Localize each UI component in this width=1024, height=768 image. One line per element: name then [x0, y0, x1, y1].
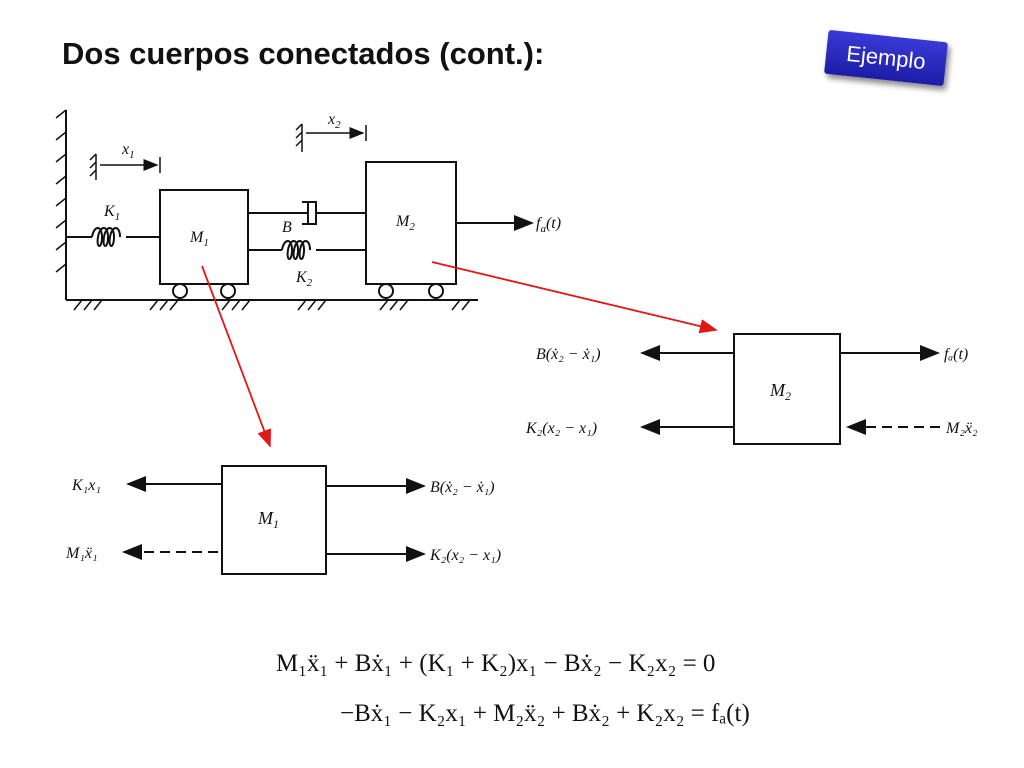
fbd-m1: M1 K₁x₁ M₁ẍ₁ B(ẋ₂ − ẋ₁) K₂(x₂ − x₁) — [65, 465, 501, 575]
fbd-m1-mass-label: M1 — [257, 508, 279, 531]
label-m2: M2 — [395, 213, 415, 233]
fbd-m2-mass-label: M2 — [769, 380, 791, 403]
fbd-m1-label-inertia: M₁ẍ₁ — [65, 545, 98, 562]
spring-k2 — [248, 240, 366, 260]
floor-hatch — [73, 299, 471, 311]
wall-hatch — [55, 109, 67, 273]
m2-wheel-left — [378, 283, 394, 299]
equation-2: −Bẋ₁ − K₂x₁ + M₂ẍ₂ + Bẋ₂ + K₂x₂ = fₐ(t) — [340, 700, 750, 727]
label-k1: K1 — [103, 203, 120, 223]
slide-title: Dos cuerpos conectados (cont.): — [62, 36, 545, 71]
x2-reference — [295, 123, 367, 152]
fbd-m2: M2 B(ẋ₂ − ẋ₁) K₂(x₂ − x₁) fₐ(t) M₂ẍ₂ — [525, 333, 978, 445]
fbd-m1-label-damper: B(ẋ₂ − ẋ₁) — [430, 479, 495, 496]
m1-wheel-left — [172, 283, 188, 299]
fbd-m2-label-force: fₐ(t) — [944, 346, 968, 363]
mechanical-system — [55, 109, 534, 311]
m2-wheel-right — [428, 283, 444, 299]
m1-wheel-right — [220, 283, 236, 299]
system-labels: x1 x2 K1 M1 B K2 M2 fa(t) — [103, 111, 561, 289]
label-x2: x2 — [327, 111, 341, 131]
fbd-m2-label-inertia: M₂ẍ₂ — [945, 420, 978, 437]
arrow-to-m2-diagram — [431, 261, 718, 334]
equation-1: M₁ẍ₁ + Bẋ₁ + (K₁ + K₂)x₁ − Bẋ₂ − K₂x₂ = … — [276, 650, 716, 677]
mass-m1-block — [159, 189, 249, 285]
spring-k1 — [66, 227, 160, 247]
fbd-m2-block — [733, 333, 841, 445]
fbd-m1-label-spring-k1: K₁x₁ — [71, 477, 101, 494]
label-k2: K2 — [295, 269, 313, 289]
label-b: B — [282, 219, 292, 236]
fbd-m2-label-damper: B(ẋ₂ − ẋ₁) — [536, 346, 601, 363]
fbd-m1-label-spring-k2: K₂(x₂ − x₁) — [429, 547, 501, 564]
fbd-m1-block — [221, 465, 327, 575]
damper-b — [248, 201, 366, 225]
arrow-to-m1-diagram — [201, 265, 272, 448]
fbd-m2-label-spring: K₂(x₂ − x₁) — [525, 420, 597, 437]
label-force: fa(t) — [536, 215, 561, 235]
label-m1: M1 — [189, 229, 209, 249]
label-x1: x1 — [121, 141, 135, 161]
x1-reference — [89, 153, 161, 180]
